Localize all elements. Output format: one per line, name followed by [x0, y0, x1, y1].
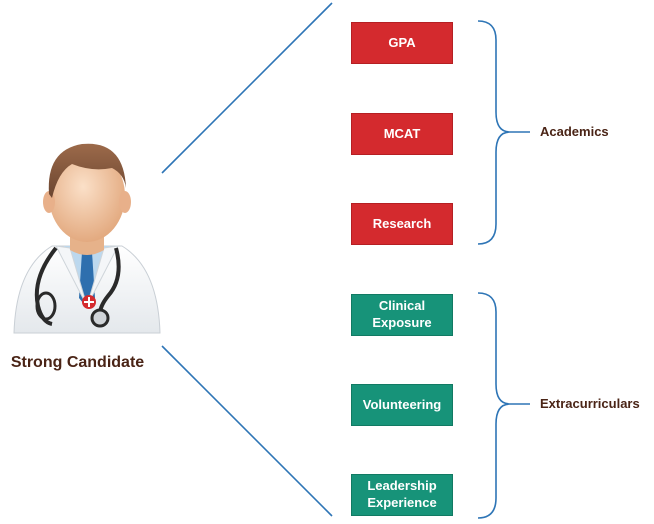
- mcat-box: MCAT: [351, 113, 453, 155]
- doctor-icon: [13, 143, 161, 334]
- leadership-experience-box: Leadership Experience: [351, 474, 453, 516]
- academics-label: Academics: [540, 124, 609, 139]
- lower-connector-line: [161, 345, 333, 517]
- upper-connector-line: [161, 2, 333, 174]
- research-box: Research: [351, 203, 453, 245]
- volunteering-box: Volunteering: [351, 384, 453, 426]
- extracurriculars-bracket: [477, 292, 511, 519]
- extracurriculars-label: Extracurriculars: [540, 396, 640, 411]
- academics-bracket: [477, 20, 511, 245]
- clinical-exposure-box: Clinical Exposure: [351, 294, 453, 336]
- gpa-box: GPA: [351, 22, 453, 64]
- candidate-label: Strong Candidate: [10, 354, 145, 371]
